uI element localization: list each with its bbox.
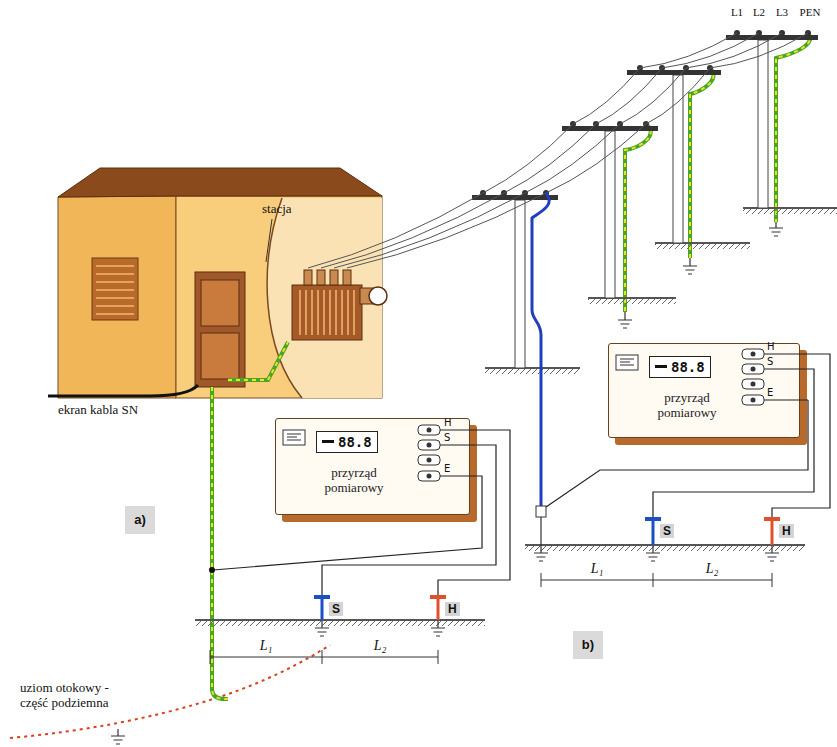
- earth-symbol: [769, 222, 783, 236]
- cable-label: ekran kabla SN: [58, 402, 138, 417]
- switch-cabinet: [195, 272, 245, 387]
- dimension-label: L₁: [591, 561, 604, 577]
- test-probe: [314, 595, 446, 636]
- display-panel: 88.8: [316, 431, 378, 453]
- display-sign: [322, 440, 334, 443]
- display-reading: 88.8: [338, 434, 372, 450]
- earth-symbol: [618, 312, 632, 328]
- vent: [92, 258, 138, 320]
- figure-tag: a): [125, 506, 155, 534]
- test-point: [536, 506, 546, 517]
- line-name: L3: [776, 6, 788, 19]
- cable-screen: [48, 385, 198, 396]
- transformer: [292, 270, 387, 340]
- dimension-label: L₂: [374, 638, 387, 654]
- earth-symbol: [111, 729, 125, 744]
- electrode-label: uziom otokowy - część podziemna: [20, 680, 140, 710]
- display-reading: 88.8: [671, 359, 705, 375]
- probe-label: S: [329, 602, 343, 616]
- overhead-line: [308, 33, 808, 268]
- line-name: L1: [731, 6, 743, 19]
- figure-tag: b): [573, 631, 603, 659]
- meter-name: przyrząd pomiarowy: [302, 465, 406, 495]
- leader-line: [266, 219, 272, 262]
- dimension-label: L₂: [706, 561, 719, 577]
- terminal-label: H: [767, 341, 775, 352]
- meter-name: przyrząd pomiarowy: [635, 390, 739, 420]
- line-name: L2: [753, 6, 765, 19]
- earth-conductor: [212, 33, 810, 699]
- pen-lead: [532, 193, 549, 506]
- terminal-label: H: [444, 417, 452, 428]
- display-panel: 88.8: [649, 356, 711, 378]
- earth-symbol: [534, 517, 548, 561]
- ring-electrode: [10, 645, 330, 738]
- earth-symbol: [683, 258, 697, 274]
- probe-label: S: [660, 524, 674, 538]
- station-label: stacja: [262, 201, 292, 216]
- probe-label: H: [779, 524, 794, 538]
- dimension-line: [210, 573, 772, 664]
- terminal-label: E: [444, 463, 450, 474]
- terminal-label: S: [444, 432, 450, 443]
- test-probe: [645, 517, 780, 561]
- terminal-label: S: [767, 356, 773, 367]
- dimension-label: L₁: [260, 638, 273, 654]
- display-sign: [655, 365, 667, 368]
- terminal-label: E: [767, 387, 773, 398]
- station-building: [58, 168, 387, 398]
- probe-label: H: [445, 602, 460, 616]
- line-name: PEN: [800, 6, 821, 19]
- pole: [472, 30, 818, 368]
